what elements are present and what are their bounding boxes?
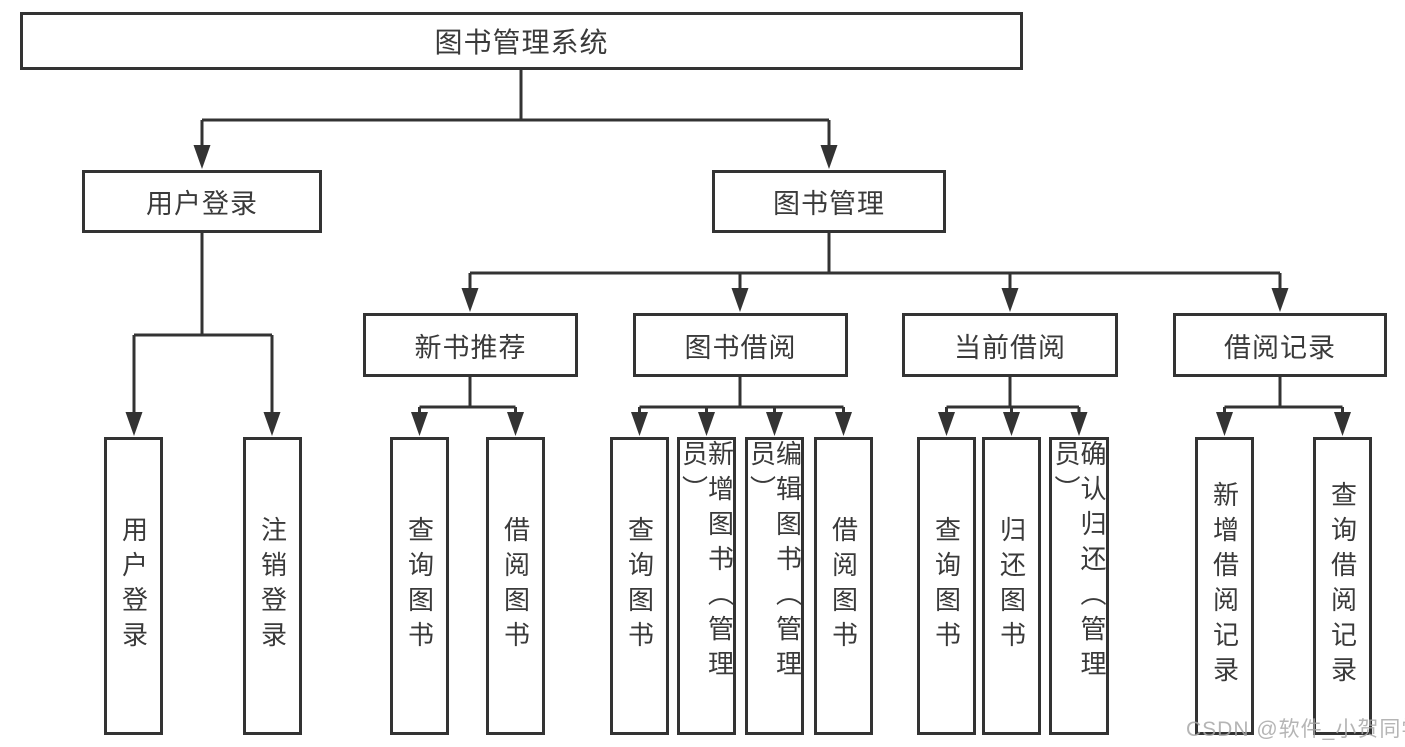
leaf-borrow-books: 借阅图书 (814, 437, 873, 735)
leaf-query-books: 查询图书 (917, 437, 976, 735)
leaf-label: 确认归还（管理员） (1051, 440, 1107, 685)
node-new-book-recommendation: 新书推荐 (363, 313, 578, 377)
node-user-login: 用户登录 (82, 170, 322, 233)
leaf-confirm-return-admin: 确认归还（管理员） (1049, 437, 1109, 735)
leaf-label: 查询图书 (624, 516, 655, 656)
leaf-label: 借阅图书 (828, 516, 859, 656)
leaf-label: 归还图书 (996, 516, 1027, 656)
leaf-label: 注销登录 (257, 516, 288, 656)
leaf-label: 用户登录 (118, 516, 149, 656)
leaf-label: 编辑图书（管理员） (746, 440, 803, 685)
node-borrow-records: 借阅记录 (1173, 313, 1387, 377)
node-book-management: 图书管理 (712, 170, 946, 233)
leaf-label: 借阅图书 (500, 516, 531, 656)
leaf-label: 查询借阅记录 (1327, 481, 1358, 691)
node-book-borrowing: 图书借阅 (633, 313, 848, 377)
leaf-query-books: 查询图书 (390, 437, 449, 735)
leaf-add-books-admin: 新增图书（管理员） (677, 437, 736, 735)
leaf-user-login: 用户登录 (104, 437, 163, 735)
leaf-label: 新增借阅记录 (1209, 481, 1240, 691)
node-current-borrowing: 当前借阅 (902, 313, 1118, 377)
leaf-borrow-books: 借阅图书 (486, 437, 545, 735)
leaf-label: 查询图书 (931, 516, 962, 656)
leaf-logout-login: 注销登录 (243, 437, 302, 735)
leaf-query-books: 查询图书 (610, 437, 669, 735)
leaf-edit-books-admin: 编辑图书（管理员） (745, 437, 804, 735)
leaf-query-borrow-record: 查询借阅记录 (1313, 437, 1372, 735)
leaf-return-books: 归还图书 (982, 437, 1041, 735)
leaf-add-borrow-record: 新增借阅记录 (1195, 437, 1254, 735)
watermark: CSDN @软件_小贺同学 (1186, 718, 1405, 741)
node-library-management-system: 图书管理系统 (20, 12, 1023, 70)
leaf-label: 新增图书（管理员） (678, 440, 735, 685)
leaf-label: 查询图书 (404, 516, 435, 656)
